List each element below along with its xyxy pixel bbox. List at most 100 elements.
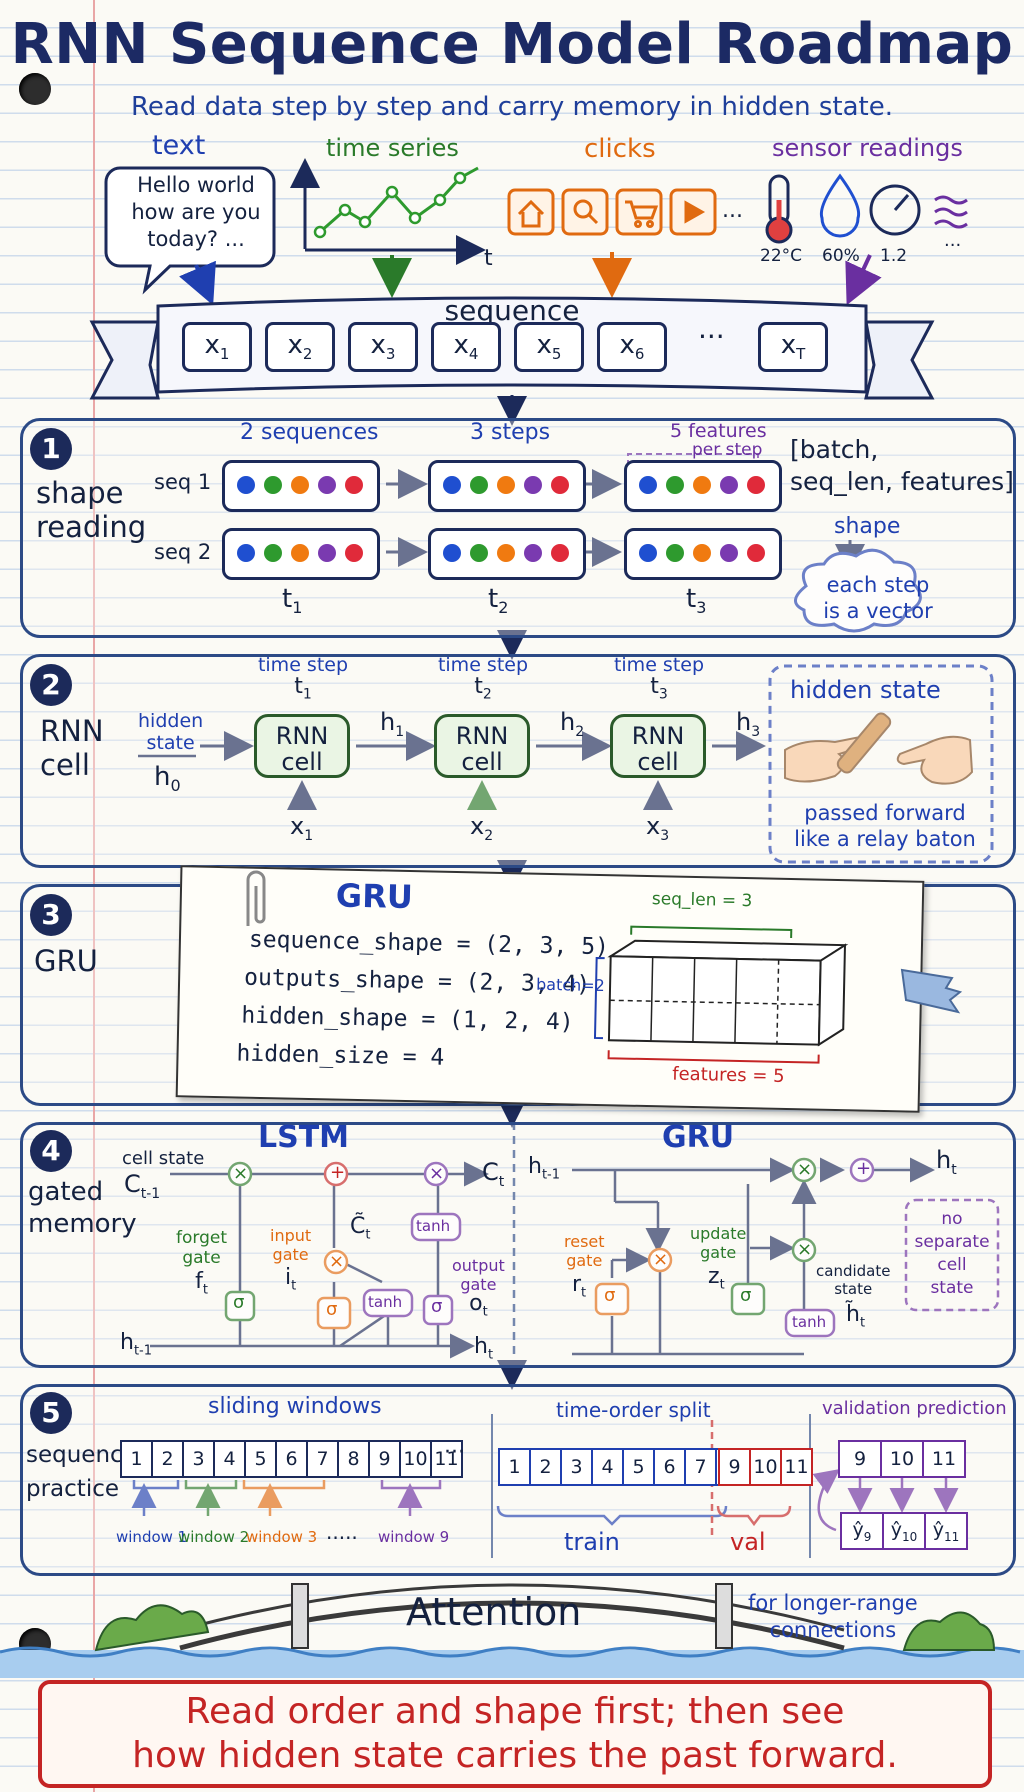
feature-dot <box>264 476 282 494</box>
panel2-arrows <box>200 731 766 810</box>
sensor-more: ... <box>944 230 962 251</box>
binder-hole-top <box>19 73 51 105</box>
tape-icon <box>900 968 963 1014</box>
feature-vector-box <box>222 460 380 512</box>
number-cell: 3 <box>182 1440 215 1478</box>
feature-dot <box>345 544 363 562</box>
c-tilde: C̃t <box>350 1214 370 1242</box>
z-sub: t <box>719 1277 725 1293</box>
feature-dot <box>470 476 488 494</box>
feature-dot <box>720 544 738 562</box>
number-cell: 10 <box>399 1440 432 1478</box>
source-timeseries-label: time series <box>326 134 459 162</box>
prediction-title: validation prediction <box>822 1398 1007 1419</box>
h-tilde: h̃t <box>846 1302 865 1330</box>
gate-word: input <box>270 1226 312 1245</box>
hidden-shape-line: hidden_shape = (1, 2, 4) <box>241 1002 574 1036</box>
number-cell: 4 <box>591 1448 624 1486</box>
h-letter: h <box>936 1146 952 1174</box>
features-label: features = 5 <box>672 1063 785 1087</box>
click-icons <box>507 188 717 236</box>
z-symbol: zt <box>708 1264 725 1292</box>
note-line: separate <box>914 1232 990 1252</box>
train-brace <box>496 1505 728 1526</box>
feature-dot <box>639 544 657 562</box>
gate-word: gate <box>272 1245 309 1264</box>
feature-dot <box>497 476 515 494</box>
source-text-label: text <box>152 130 206 161</box>
t2-label: t2 <box>488 584 508 617</box>
feature-vector-box <box>624 528 782 580</box>
t-letter: t <box>282 584 293 614</box>
number-cell: 5 <box>244 1440 277 1478</box>
number-cell: 1 <box>120 1440 153 1478</box>
y-sub: 9 <box>863 1529 872 1544</box>
clicks-more: ... <box>722 198 743 223</box>
gru-note-card: GRU sequence_shape = (2, 3, 5) outputs_s… <box>175 865 925 1113</box>
lstm-op-symbol: σ <box>233 1292 245 1313</box>
feature-dot <box>237 544 255 562</box>
lstm-op-symbol: + <box>330 1162 346 1183</box>
train-label: train <box>564 1528 620 1556</box>
speech-bubble <box>104 166 276 295</box>
pred-input-cell: 10 <box>880 1440 924 1478</box>
i-sub: t <box>291 1278 297 1294</box>
t-letter: t <box>650 674 659 699</box>
sequence-item: x2 <box>265 322 335 372</box>
panel-gated-memory <box>20 1122 1016 1368</box>
lstm-ops <box>224 1161 462 1330</box>
number-cell: 1 <box>498 1448 531 1486</box>
col-sequences: 2 sequences <box>240 420 379 445</box>
feature-dot <box>237 476 255 494</box>
number-cell: 8 <box>337 1440 370 1478</box>
gru-h-prev: ht-1 <box>528 1154 560 1182</box>
seq-var: x <box>370 330 386 360</box>
update-gate-label: update gate <box>690 1224 746 1262</box>
c-letter: C <box>482 1158 499 1186</box>
h-sub: t-1 <box>541 1167 561 1183</box>
x-input: x3 <box>646 812 669 844</box>
source-sensor-label: sensor readings <box>772 134 963 162</box>
t-sub: 3 <box>696 598 707 618</box>
reset-gate-label: reset gate <box>564 1232 605 1270</box>
seq1-label: seq 1 <box>154 470 212 494</box>
cand-word: candidate <box>816 1262 891 1280</box>
bubble-line: Hello world <box>137 173 255 197</box>
panel5-number: 5 <box>30 1392 72 1434</box>
attention-note: for longer-range connections <box>748 1590 918 1644</box>
relay-caption: passed forward like a relay baton <box>790 800 980 852</box>
feature-dot <box>747 476 765 494</box>
time-step-index: t1 <box>248 676 358 705</box>
feature-dot <box>551 544 569 562</box>
x-sub: 2 <box>484 827 494 844</box>
attention-label: Attention <box>406 1590 582 1634</box>
lstm-op-symbol: × <box>429 1163 445 1184</box>
page-subtitle: Read data step by step and carry memory … <box>130 92 893 122</box>
bracket-line: [batch, <box>790 435 879 464</box>
panel5-label: sequence practice <box>26 1438 137 1506</box>
o-symbol: ot <box>452 1293 505 1321</box>
h-sub: t-1 <box>133 1343 153 1359</box>
lstm-op-symbol: × <box>233 1163 249 1184</box>
seq-sub: 3 <box>385 345 396 364</box>
feature-vector-box <box>624 460 782 512</box>
gate-word: forget <box>176 1228 227 1248</box>
h-sub: t <box>859 1315 866 1331</box>
y-sub: 11 <box>943 1529 960 1544</box>
hidden-state-label: hidden state <box>138 710 203 754</box>
feature-dot <box>318 476 336 494</box>
lstm-op-symbol: σ <box>326 1299 338 1320</box>
number-cell: 11 <box>780 1448 813 1486</box>
gate-word: gate <box>700 1243 737 1262</box>
h-sub: t <box>487 1347 494 1363</box>
card-title: GRU <box>335 876 414 917</box>
feature-dot <box>443 476 461 494</box>
feature-dot <box>693 544 711 562</box>
x-input: x2 <box>470 812 493 844</box>
c-letter: C <box>124 1170 141 1198</box>
attention-note-line: connections <box>769 1618 897 1642</box>
r-symbol: rt <box>572 1272 586 1300</box>
